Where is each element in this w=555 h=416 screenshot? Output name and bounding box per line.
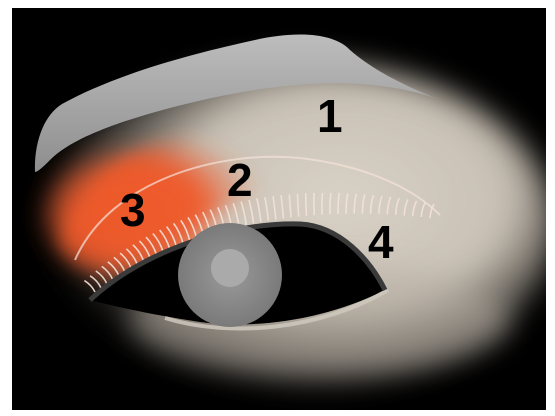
zone-label-4: 4 [368,216,394,268]
pupil [211,249,249,287]
zone-label-2: 2 [227,154,253,206]
zone-label-1: 1 [317,90,343,142]
lash [330,193,331,214]
lash [306,193,307,216]
lash [322,193,323,215]
zone-label-3: 3 [120,184,146,236]
